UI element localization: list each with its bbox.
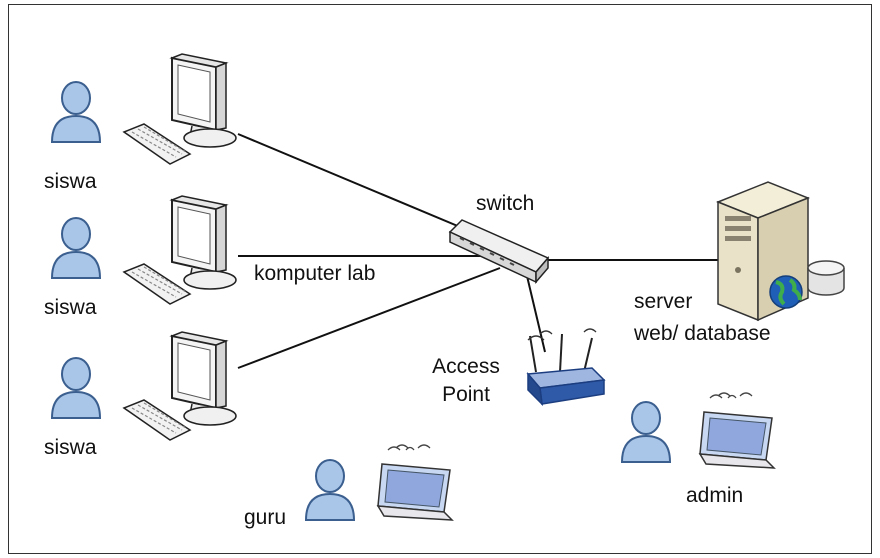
keyboard-icon — [123, 263, 191, 305]
user-icon — [621, 401, 671, 463]
keyboard-icon — [123, 399, 191, 441]
label-ap-line2: Point — [442, 383, 490, 406]
label-student-2: siswa — [44, 296, 97, 319]
keyboard-icon — [123, 123, 191, 165]
laptop-icon — [699, 392, 775, 469]
monitor-icon — [171, 331, 237, 426]
label-lab: komputer lab — [254, 262, 376, 285]
label-student-3: siswa — [44, 436, 97, 459]
wireless-router-icon — [526, 328, 606, 407]
user-icon — [305, 459, 355, 521]
link-pc3-switch — [237, 267, 501, 369]
laptop-icon — [377, 444, 453, 521]
link-switch-ap — [526, 275, 546, 353]
label-server-line1: server — [634, 290, 693, 313]
user-icon — [51, 81, 101, 143]
user-icon — [51, 357, 101, 419]
globe-icon — [769, 275, 803, 309]
monitor-icon — [171, 195, 237, 290]
label-teacher: guru — [244, 506, 287, 529]
network-switch-icon — [448, 219, 550, 285]
label-admin: admin — [686, 484, 744, 507]
connection-lines — [237, 133, 718, 369]
label-student-1: siswa — [44, 170, 97, 193]
database-icon — [807, 260, 845, 296]
label-switch: switch — [476, 192, 535, 215]
label-server-line2: web/ database — [634, 322, 771, 345]
user-icon — [51, 217, 101, 279]
link-pc1-switch — [237, 133, 473, 233]
label-ap-line1: Access — [432, 355, 500, 378]
monitor-icon — [171, 53, 237, 148]
